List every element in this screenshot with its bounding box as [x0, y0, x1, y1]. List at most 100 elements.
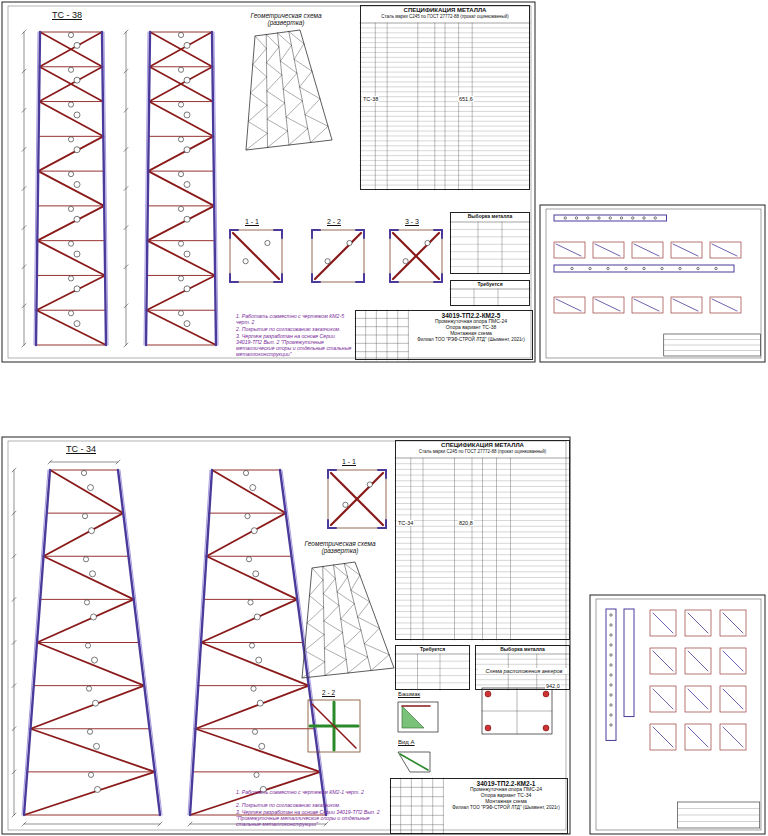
callout-circle	[68, 137, 73, 142]
detail-part	[710, 297, 741, 313]
scheme-line	[253, 49, 267, 65]
callout-circle	[74, 182, 80, 188]
detail-part	[632, 242, 663, 258]
dimension-tick	[22, 108, 26, 112]
table-rule	[387, 23, 388, 190]
scheme-line	[325, 660, 346, 676]
callout-circle	[93, 700, 99, 706]
callout-circle	[95, 786, 101, 792]
angle-section	[356, 281, 364, 283]
drawing-label: Вид А	[398, 739, 415, 746]
table-text: Филиал ТОО "РЭФ-СТРОЙ ЛТД" (Шымкент, 202…	[451, 805, 561, 810]
anchor-bolt	[485, 725, 491, 731]
tower-chord	[146, 32, 150, 345]
table-rule	[475, 664, 570, 665]
detail-part	[650, 724, 676, 750]
tower-brace	[36, 310, 106, 345]
table-heading: Требуется	[476, 282, 503, 288]
callout-circle	[88, 772, 93, 777]
stamp-rule	[678, 808, 760, 809]
table-rule	[450, 297, 530, 298]
table-heading: СПЕЦИФИКАЦИЯ МЕТАЛЛА	[440, 442, 525, 449]
section-diagonal	[393, 233, 439, 279]
tower-brace	[146, 275, 215, 310]
stamp-rule	[408, 310, 409, 360]
scheme-line	[255, 36, 266, 49]
callout-circle	[325, 259, 330, 264]
bolt-hole	[654, 217, 656, 219]
angle-section	[434, 281, 442, 283]
tower-strut	[146, 345, 216, 346]
table-rule	[450, 222, 530, 223]
dimension-tick	[48, 460, 52, 464]
section-outline	[308, 700, 360, 752]
callout-circle	[74, 286, 80, 292]
callout-circle	[246, 557, 251, 562]
scheme-line	[251, 93, 268, 105]
scheme-line	[248, 122, 267, 134]
bolt-hole	[610, 614, 612, 616]
angle-section	[281, 230, 283, 238]
note-text: 2. Покрытие по согласованию заказчиком.	[236, 327, 352, 333]
tower-strut	[36, 345, 106, 346]
scheme-line	[344, 630, 361, 646]
stamp-rule	[664, 339, 761, 340]
bolt-hole	[643, 267, 645, 269]
detail-bar	[606, 609, 616, 740]
angle-section	[441, 230, 443, 238]
detail-part	[712, 299, 737, 311]
drawing-label: Башмак	[398, 691, 420, 698]
callout-circle	[74, 216, 80, 222]
table-rule	[454, 458, 455, 640]
detail-part	[685, 610, 711, 636]
tower-chord	[212, 32, 216, 345]
detail-part	[556, 244, 581, 256]
axis-line	[517, 688, 518, 734]
table-heading: 34019-ТП2.2-КМ2-1	[476, 780, 537, 787]
dimension-tick	[124, 265, 128, 269]
stamp-rule	[376, 310, 377, 360]
tower-brace	[50, 470, 123, 513]
anchor-bolt	[485, 691, 491, 697]
table-rule	[496, 458, 497, 640]
tower-brace	[212, 470, 286, 513]
tower-chord-edge	[34, 32, 38, 345]
dimension-tick	[116, 460, 120, 464]
detail-part	[593, 297, 624, 313]
callout-circle	[74, 112, 80, 118]
dimension-tick	[22, 69, 26, 73]
detail-part	[653, 613, 673, 633]
scheme-line	[267, 75, 282, 91]
title-block: 34019-ТП2.2-КМ2-1Промежуточная опора ПМС…	[390, 778, 568, 834]
callout-circle	[74, 147, 80, 153]
dimension-tick	[124, 226, 128, 230]
scheme-line	[364, 644, 389, 655]
dimension-tick	[22, 226, 26, 230]
callout-circle	[74, 42, 80, 48]
scheme-line	[364, 628, 379, 644]
scheme-line	[253, 65, 267, 77]
stamp-rule	[397, 310, 398, 360]
dimension-tick	[12, 641, 16, 645]
scheme-line	[311, 126, 329, 142]
tower-brace	[39, 67, 102, 102]
bolt-hole	[610, 624, 612, 626]
angle-section	[274, 229, 282, 231]
scheme-line	[266, 35, 279, 48]
detail-part	[554, 242, 585, 258]
dimension-tick	[12, 597, 16, 601]
table-rule	[417, 23, 418, 190]
callout-circle	[257, 700, 263, 706]
bolt-hole	[625, 267, 627, 269]
callout-circle	[178, 32, 183, 37]
callout-circle	[249, 643, 254, 648]
table-rule	[475, 654, 570, 655]
note-text: 3. Чертеж разработан на основе Серии 340…	[236, 810, 386, 828]
bolt-hole	[607, 267, 609, 269]
stamp-rule	[355, 318, 408, 319]
angle-section	[328, 469, 336, 471]
detail-part	[685, 648, 711, 674]
scheme-line	[337, 577, 347, 592]
callout-circle	[425, 240, 430, 245]
section-diagonal	[331, 473, 383, 525]
